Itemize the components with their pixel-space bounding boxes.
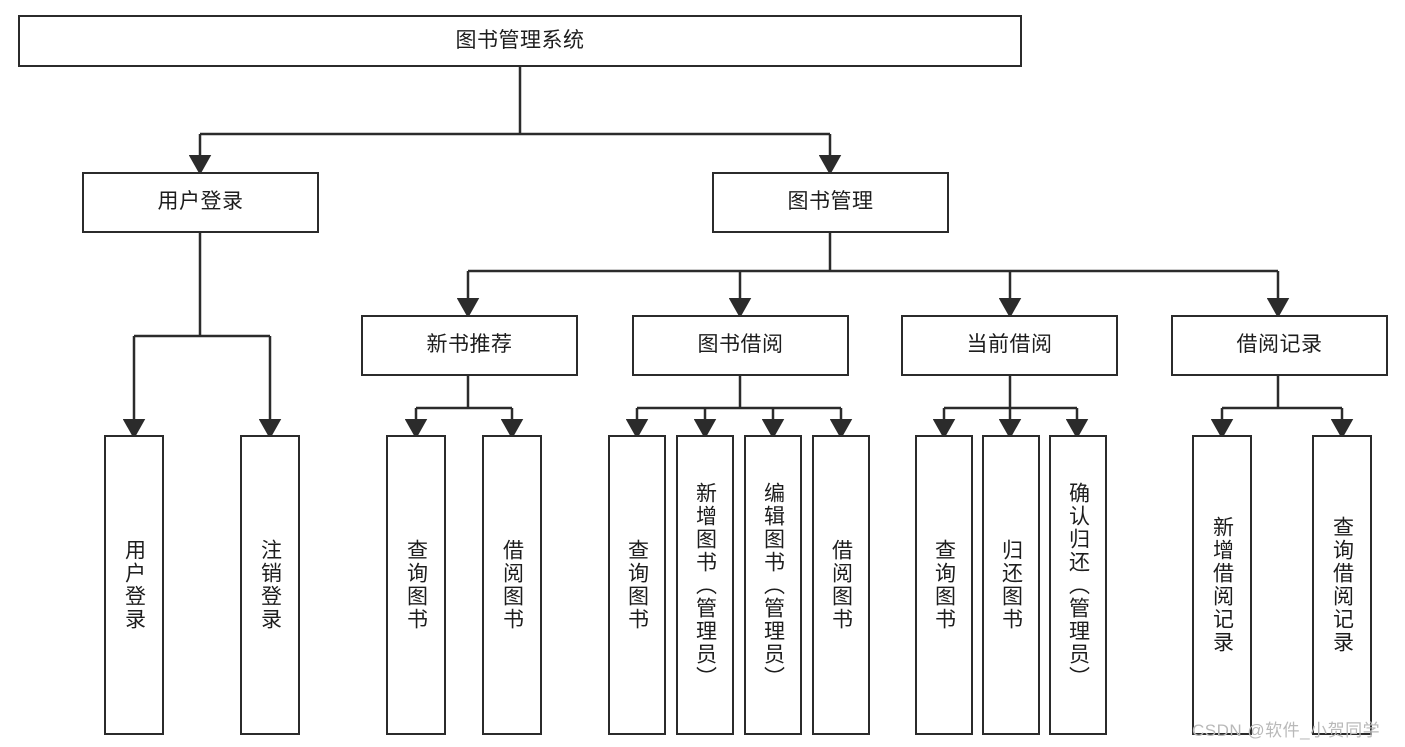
leaf-label: 查询图书 [625,539,649,631]
leaf-label: 确认归还（管理员） [1066,481,1090,689]
leaf-book-borrow-borrow[interactable]: 借阅图书 [812,435,870,735]
node-borrow-record[interactable]: 借阅记录 [1171,315,1388,376]
node-book-management-label: 图书管理 [787,190,874,214]
leaf-book-borrow-add[interactable]: 新增图书（管理员） [676,435,734,735]
node-root-label: 图书管理系统 [455,28,585,52]
node-root[interactable]: 图书管理系统 [18,15,1022,67]
leaf-borrow-record-query[interactable]: 查询借阅记录 [1312,435,1372,735]
watermark: CSDN @软件_小贺同学 [1192,721,1381,740]
node-borrow-record-label: 借阅记录 [1236,333,1323,357]
leaf-user-login-logout[interactable]: 注销登录 [240,435,300,735]
leaf-label: 借阅图书 [500,539,524,631]
leaf-new-book-borrow[interactable]: 借阅图书 [482,435,542,735]
node-new-book-recommend-label: 新书推荐 [426,333,513,357]
leaf-label: 查询借阅记录 [1330,516,1354,654]
leaf-current-borrow-query[interactable]: 查询图书 [915,435,973,735]
leaf-new-book-query[interactable]: 查询图书 [386,435,446,735]
leaf-borrow-record-add[interactable]: 新增借阅记录 [1192,435,1252,735]
node-current-borrow-label: 当前借阅 [966,333,1053,357]
leaf-label: 注销登录 [258,539,282,631]
leaf-book-borrow-edit[interactable]: 编辑图书（管理员） [744,435,802,735]
leaf-label: 新增图书（管理员） [693,481,717,689]
leaf-label: 借阅图书 [829,539,853,631]
leaf-book-borrow-query[interactable]: 查询图书 [608,435,666,735]
node-book-borrow[interactable]: 图书借阅 [632,315,849,376]
leaf-label: 归还图书 [999,539,1023,631]
node-current-borrow[interactable]: 当前借阅 [901,315,1118,376]
node-user-login[interactable]: 用户登录 [82,172,319,233]
leaf-label: 查询图书 [932,539,956,631]
leaf-user-login-login[interactable]: 用户登录 [104,435,164,735]
leaf-label: 查询图书 [404,539,428,631]
leaf-label: 新增借阅记录 [1210,516,1234,654]
leaf-label: 用户登录 [122,539,146,631]
leaf-label: 编辑图书（管理员） [761,481,785,689]
node-book-borrow-label: 图书借阅 [697,333,784,357]
node-book-management[interactable]: 图书管理 [712,172,949,233]
leaf-current-borrow-confirm-return[interactable]: 确认归还（管理员） [1049,435,1107,735]
node-user-login-label: 用户登录 [157,190,244,214]
node-new-book-recommend[interactable]: 新书推荐 [361,315,578,376]
leaf-current-borrow-return[interactable]: 归还图书 [982,435,1040,735]
